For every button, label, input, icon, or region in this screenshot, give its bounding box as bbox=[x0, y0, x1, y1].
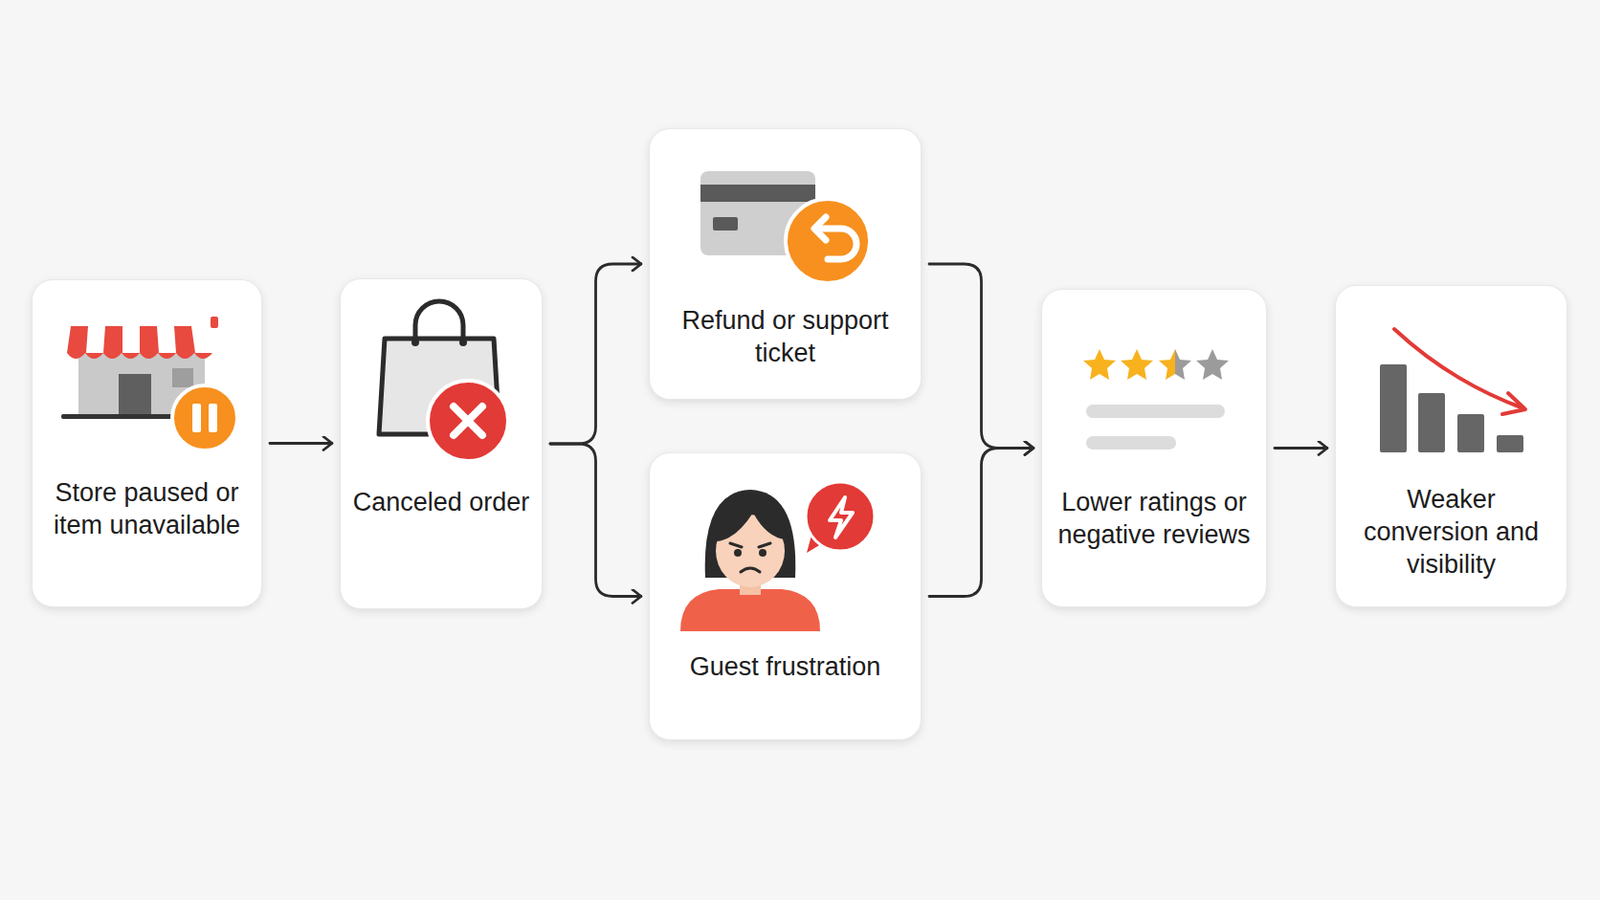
frustrated-guest-icon bbox=[649, 453, 923, 652]
shopping-bag-icon bbox=[340, 279, 544, 488]
node-label: Lower ratings or negative reviews bbox=[1053, 487, 1255, 553]
flow-arrow bbox=[550, 264, 642, 445]
store-icon bbox=[32, 280, 264, 478]
process-box: Guest frustration bbox=[648, 452, 922, 741]
flow-arrow bbox=[929, 448, 1034, 598]
node-label: Refund or support ticket bbox=[661, 305, 910, 371]
node-label: Store paused or item unavailable bbox=[44, 477, 250, 543]
process-box: Refund or support ticket bbox=[648, 128, 922, 400]
declining-chart-icon bbox=[1335, 286, 1569, 485]
process-box: Lower ratings or negative reviews bbox=[1041, 288, 1267, 608]
refund-card-icon bbox=[649, 129, 923, 306]
process-box: Weaker conversion and visibility bbox=[1334, 285, 1568, 608]
star-rating-icon bbox=[1042, 289, 1268, 488]
process-box: Store paused or item unavailable bbox=[31, 279, 263, 608]
flow-arrow bbox=[550, 444, 642, 598]
process-box: Canceled order bbox=[339, 278, 543, 610]
flow-arrow bbox=[1274, 446, 1328, 450]
flow-arrow bbox=[269, 442, 333, 445]
node-label: Weaker conversion and visibility bbox=[1347, 484, 1556, 581]
flow-arrow bbox=[929, 264, 1034, 449]
node-label: Canceled order bbox=[352, 487, 531, 520]
node-label: Guest frustration bbox=[661, 651, 910, 685]
